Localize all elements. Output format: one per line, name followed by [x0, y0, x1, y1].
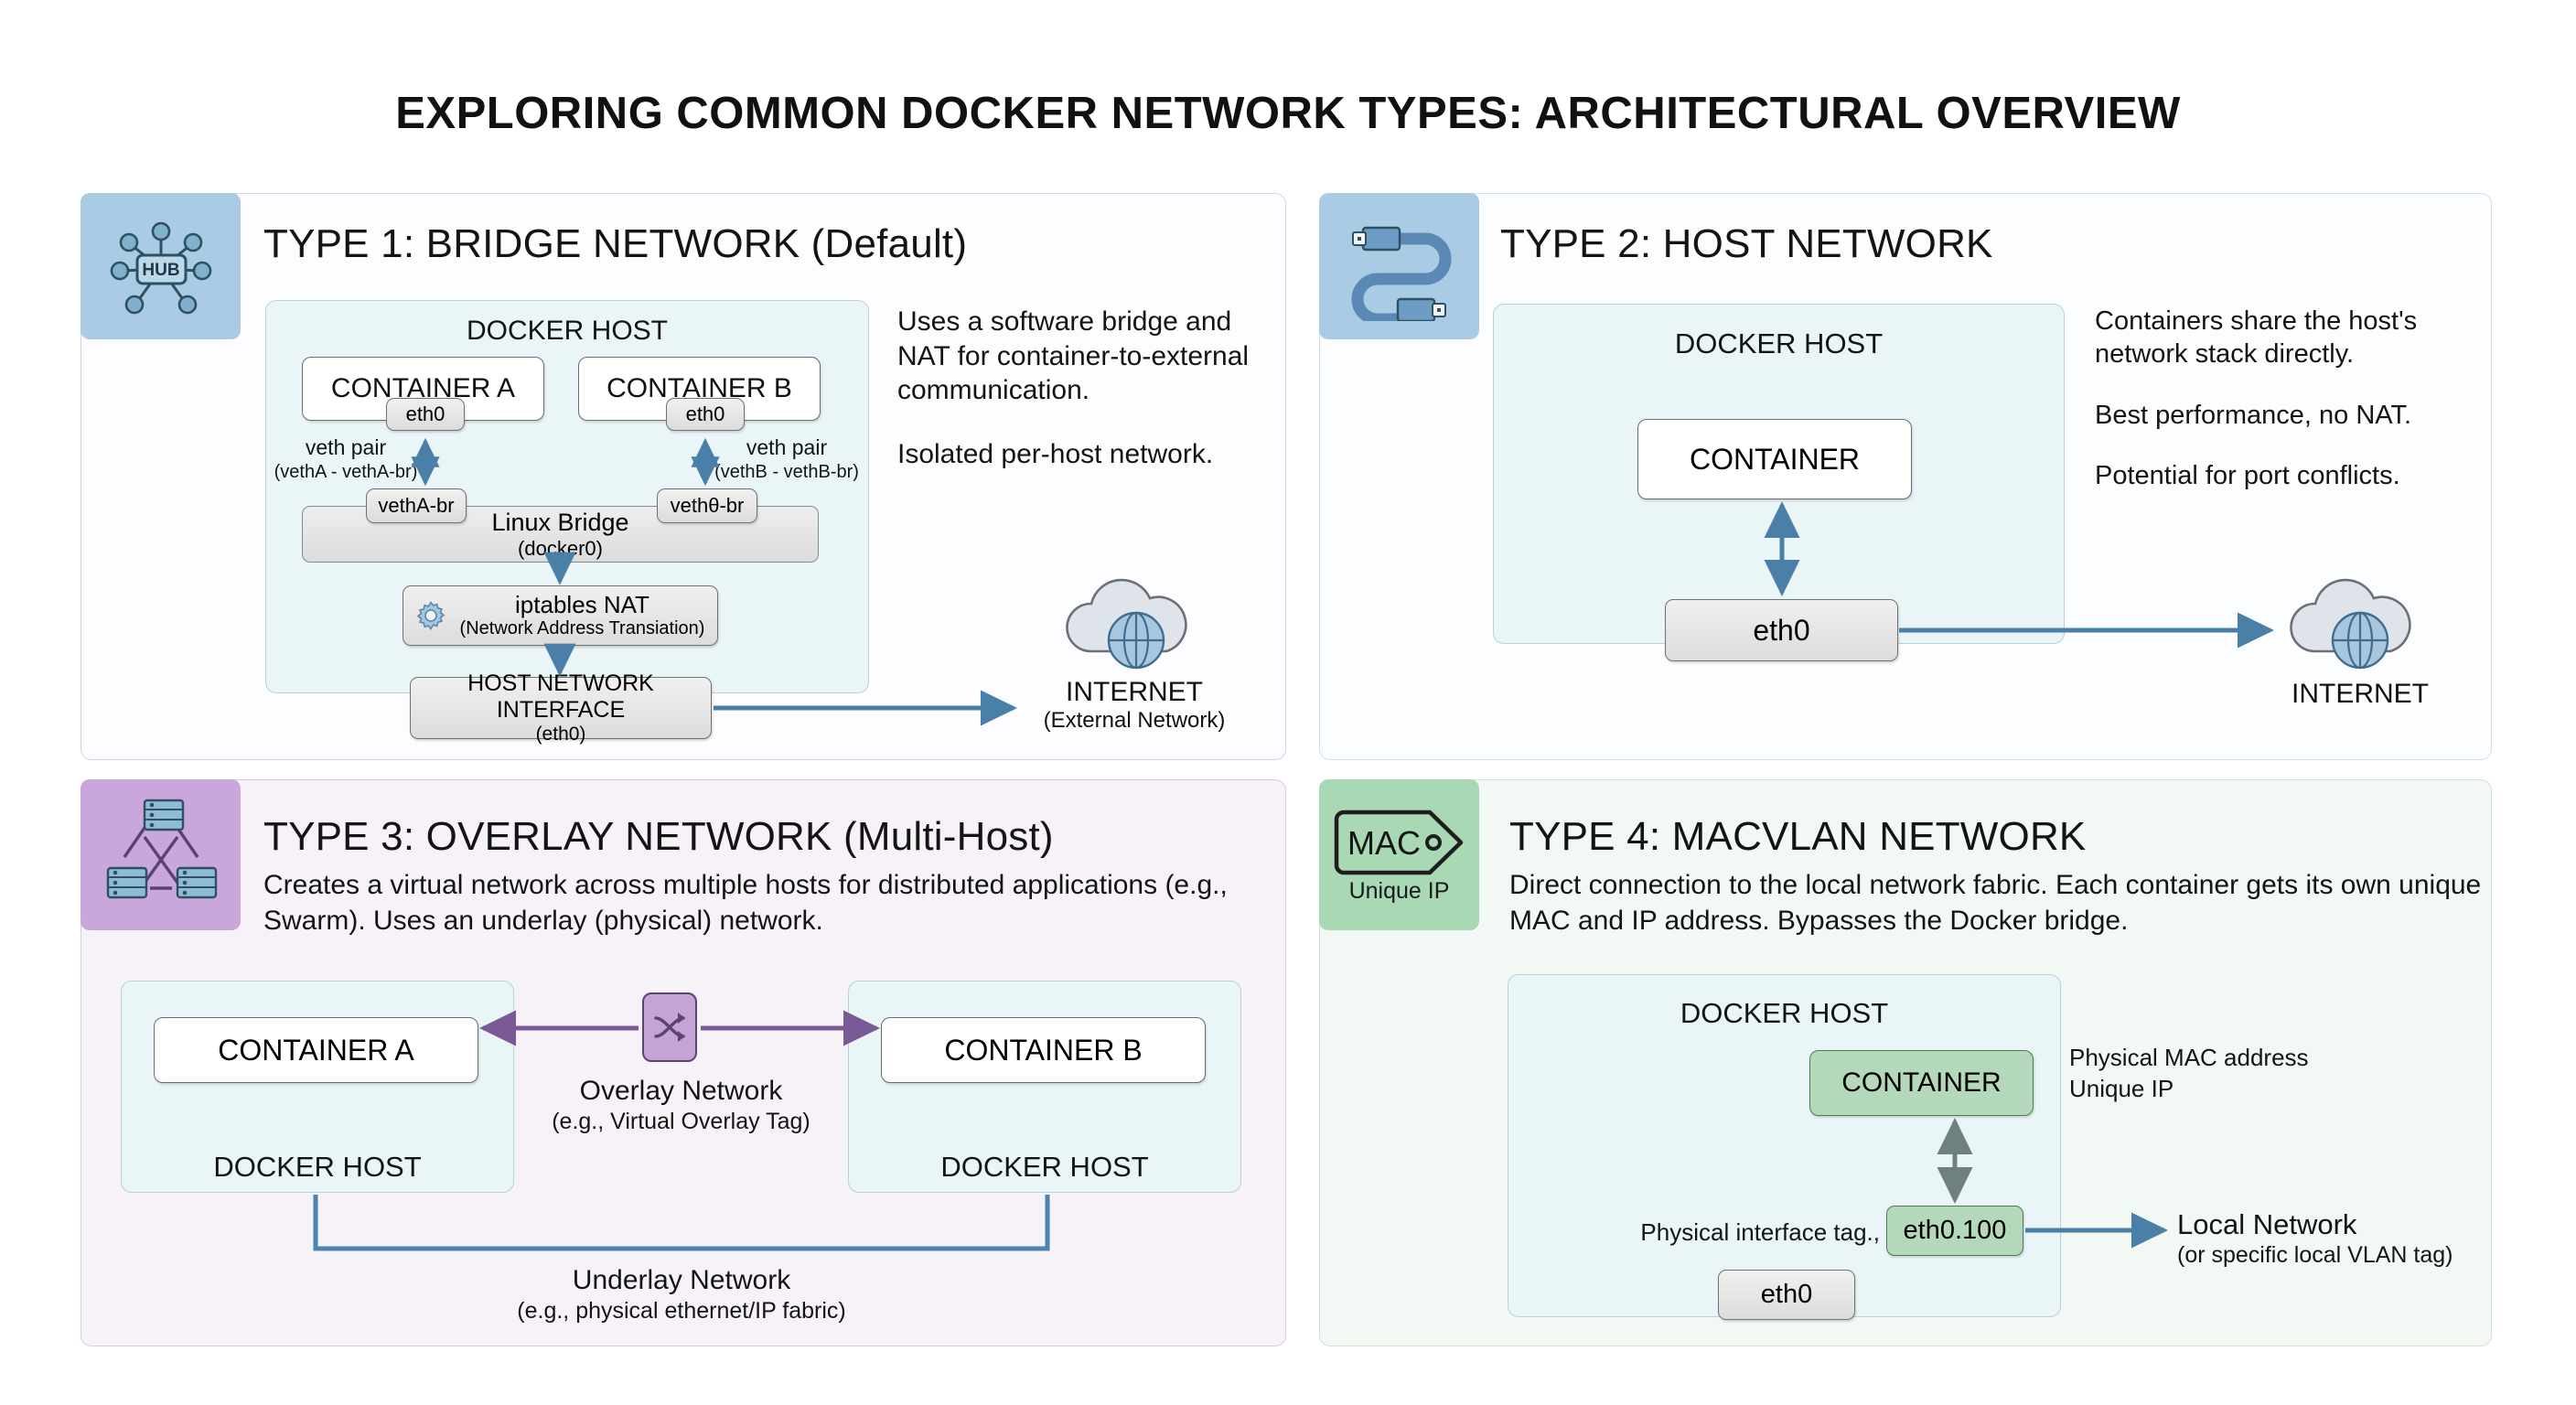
panel-title-type4: TYPE 4: MACVLAN NETWORK: [1509, 814, 2087, 859]
page-title: EXPLORING COMMON DOCKER NETWORK TYPES: A…: [395, 89, 2181, 138]
overlay-network-label: Overlay Network (e.g., Virtual Overlay T…: [514, 1075, 848, 1135]
host-network-interface-box: HOST NETWORK INTERFACE (eth0): [410, 670, 712, 745]
container-a-box-p3: CONTAINER A: [154, 1017, 478, 1083]
panel2-side-text-line1: Containers share the host's network stac…: [2095, 306, 2418, 370]
docker-host-right-label: DOCKER HOST: [940, 1151, 1149, 1183]
linux-bridge-sublabel: (docker0): [518, 536, 603, 560]
iptables-nat-label: iptables NAT: [515, 590, 649, 618]
docker-host-right-box: [848, 981, 1241, 1193]
network-hub-icon-badge: HUB: [80, 193, 241, 339]
panel2-side-text-line3: Potential for port conflicts.: [2095, 460, 2400, 490]
mac-badge-caption: Unique IP: [1348, 878, 1450, 904]
internet-title-p2: INTERNET: [2292, 679, 2429, 709]
overlay-network-subtitle: (e.g., Virtual Overlay Tag): [552, 1109, 810, 1134]
eth0-100-label: eth0.100: [1903, 1216, 2007, 1245]
ethernet-cable-icon: [1351, 226, 1451, 321]
iptables-nat-box: iptables NAT (Network Address Transiatio…: [402, 585, 718, 646]
docker-host-label-p2: DOCKER HOST: [1674, 327, 1884, 359]
ethernet-cable-icon-badge: [1319, 193, 1479, 339]
docker-host-label-p4: DOCKER HOST: [1680, 997, 1889, 1029]
container-box-p2: CONTAINER: [1637, 419, 1912, 499]
overlay-network-node: [642, 992, 697, 1062]
docker-host-left-box: [121, 981, 514, 1193]
panel1-side-text: Uses a software bridge and NAT for conta…: [897, 305, 1282, 471]
internet-title-p1: INTERNET: [1066, 677, 1203, 707]
panel2-side-text-line2: Best performance, no NAT.: [2095, 400, 2412, 430]
physical-interface-tag-label: Physical interface tag.,: [1640, 1218, 1880, 1246]
local-network-label: Local Network (or specific local VLAN ta…: [2177, 1207, 2543, 1269]
host-network-interface-sublabel: (eth0): [535, 724, 586, 745]
container-label-p2: CONTAINER: [1689, 442, 1861, 476]
internet-subtitle-p1: (External Network): [1043, 708, 1226, 733]
gear-icon: [416, 601, 445, 630]
container-a-label-p3: CONTAINER A: [218, 1033, 414, 1067]
macvlan-note: Physical MAC address Unique IP: [2069, 1043, 2399, 1105]
eth0-label-b: eth0: [685, 402, 725, 425]
container-box-p4: CONTAINER: [1809, 1050, 2034, 1116]
overlay-network-title: Overlay Network: [579, 1076, 783, 1106]
mac-tag-icon-badge: MAC Unique IP: [1319, 779, 1479, 930]
container-b-box-p1: CONTAINER B: [578, 357, 821, 421]
veth-pair-b-line2: (vethB - vethB-br): [714, 461, 859, 482]
underlay-network-title: Underlay Network: [572, 1265, 791, 1295]
veth-pair-label-a: veth pair (vethA - vethA-br): [263, 435, 428, 483]
panel-title-type1: TYPE 1: BRIDGE NETWORK (Default): [263, 221, 968, 266]
eth0-chip-container-b: eth0: [666, 398, 745, 431]
local-network-title: Local Network: [2177, 1208, 2357, 1240]
eth0-chip-container-a: eth0: [386, 398, 465, 431]
panel4-blurb: Direct connection to the local network f…: [1509, 870, 2482, 936]
distributed-servers-icon: [106, 799, 217, 898]
panel2-side-text: Containers share the host's network stac…: [2095, 305, 2488, 492]
eth0-label-a: eth0: [405, 402, 445, 425]
network-hub-icon: HUB: [110, 221, 211, 314]
local-network-subtitle: (or specific local VLAN tag): [2177, 1242, 2453, 1269]
panel1-side-text-line1: Uses a software bridge and NAT for conta…: [897, 306, 1250, 405]
panel3-blurb: Creates a virtual network across multipl…: [263, 870, 1228, 936]
docker-host-label-p1: DOCKER HOST: [466, 316, 669, 346]
cloud-globe-icon-p1: [1066, 578, 1187, 670]
internet-label-p1: INTERNET (External Network): [1006, 677, 1262, 734]
veth-pair-a-line1: veth pair: [305, 435, 387, 459]
cloud-globe-icon-p2: [2290, 578, 2411, 670]
docker-host-left-label: DOCKER HOST: [213, 1151, 422, 1183]
eth0-label-p4: eth0: [1760, 1280, 1813, 1309]
underlay-network-label: Underlay Network (e.g., physical etherne…: [402, 1264, 961, 1325]
container-b-box-p3: CONTAINER B: [881, 1017, 1206, 1083]
panel-title-type3: TYPE 3: OVERLAY NETWORK (Multi-Host): [263, 814, 1054, 859]
vetha-br-label: vethA-br: [378, 494, 455, 517]
eth0-chip-p4: eth0: [1718, 1270, 1855, 1320]
eth0-100-chip: eth0.100: [1886, 1206, 2023, 1256]
vethb-br-chip: vethθ-br: [657, 488, 757, 523]
container-b-label-p3: CONTAINER B: [944, 1033, 1143, 1067]
linux-bridge-label: Linux Bridge: [491, 508, 629, 536]
svg-text:HUB: HUB: [142, 261, 179, 280]
veth-pair-label-b: veth pair (vethB - vethB-br): [695, 435, 878, 483]
host-network-interface-label: HOST NETWORK INTERFACE: [467, 670, 654, 723]
container-label-p4: CONTAINER: [1841, 1067, 2002, 1098]
veth-pair-b-line1: veth pair: [746, 435, 828, 459]
mac-tag-icon: MAC: [1334, 810, 1463, 875]
svg-text:MAC: MAC: [1347, 824, 1421, 862]
veth-pair-a-line2: (vethA - vethA-br): [274, 461, 418, 482]
shuffle-icon: [654, 1013, 685, 1042]
panel-title-type2: TYPE 2: HOST NETWORK: [1500, 221, 1993, 266]
internet-label-p2: INTERNET: [2232, 679, 2488, 710]
iptables-nat-sublabel: (Network Address Transiation): [459, 618, 705, 639]
eth0-label-p2: eth0: [1753, 613, 1810, 647]
distributed-servers-icon-badge: [80, 779, 241, 930]
eth0-box-p2: eth0: [1665, 599, 1898, 661]
macvlan-note-line2: Unique IP: [2069, 1074, 2174, 1102]
vetha-br-chip: vethA-br: [366, 488, 467, 523]
underlay-network-subtitle: (e.g., physical ethernet/IP fabric): [517, 1298, 846, 1324]
vethb-br-label: vethθ-br: [670, 494, 745, 517]
panel1-side-text-line2: Isolated per-host network.: [897, 438, 1214, 469]
macvlan-note-line1: Physical MAC address: [2069, 1044, 2309, 1071]
